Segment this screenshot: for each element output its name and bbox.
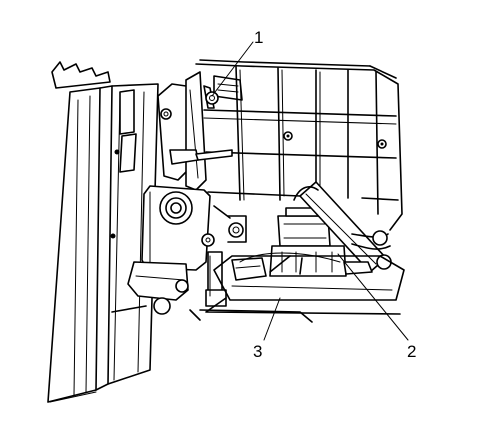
- vertical-stud: [201, 233, 227, 307]
- electrical-connector: [269, 181, 392, 277]
- harness-channel: [199, 252, 405, 323]
- leader-line-3: [263, 297, 281, 341]
- leader-line-2: [337, 253, 409, 341]
- callout-label-2: 2: [407, 342, 416, 361]
- callout-leaders: [211, 41, 409, 341]
- center-clip: [213, 205, 247, 243]
- floor-edge: [49, 305, 201, 403]
- seat-track-bracket: [157, 71, 233, 191]
- callout-label-1: 1: [254, 28, 263, 47]
- leader-line-1: [211, 41, 254, 97]
- lower-mounting-bracket: [127, 185, 211, 315]
- seat-grid-mat: [195, 59, 403, 231]
- callout-label-3: 3: [253, 342, 262, 361]
- left-frame-rails: [47, 61, 159, 403]
